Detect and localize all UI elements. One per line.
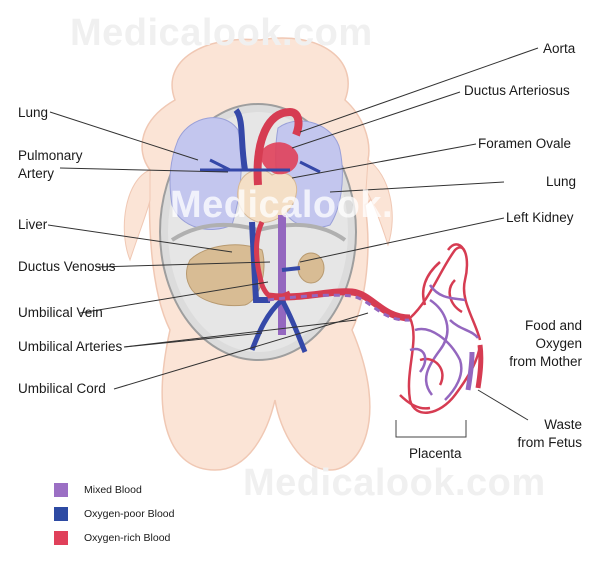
legend-swatch-oxygen-poor [54, 507, 68, 521]
placenta-bracket [395, 420, 467, 438]
leader-lines [47, 47, 539, 421]
legend-label-oxygen-rich: Oxygen-rich Blood [84, 532, 171, 544]
label-lung-left: Lung [18, 105, 49, 120]
legend-label-mixed: Mixed Blood [84, 484, 142, 496]
legend-item-oxygen-poor: Oxygen-poor Blood [54, 502, 174, 526]
iliac-vessels [249, 298, 308, 353]
pulmonary-branches [200, 158, 321, 174]
ivc-vessel [249, 221, 270, 303]
pulmonary-vessel [233, 108, 248, 171]
label-waste: Waste from Fetus [517, 417, 582, 450]
label-placenta: Placenta [409, 446, 462, 461]
label-aorta: Aorta [543, 41, 576, 56]
heart-atrium [260, 142, 299, 175]
label-liver: Liver [18, 217, 48, 232]
label-food-oxygen: Food and Oxygen from Mother [509, 318, 582, 369]
fetus-arm-left [123, 169, 151, 262]
label-umbilical-cord: Umbilical Cord [18, 381, 106, 396]
label-ductus-arteriosus: Ductus Arteriosus [464, 83, 570, 98]
label-lung-right: Lung [546, 174, 577, 189]
liver-shape [186, 244, 265, 307]
legend-item-mixed: Mixed Blood [54, 478, 174, 502]
label-left-kidney: Left Kidney [506, 210, 574, 225]
watermark-middle: Medicalook.com [170, 184, 473, 226]
fetus-arm-right [365, 159, 393, 247]
legend: Mixed Blood Oxygen-poor Blood Oxygen-ric… [54, 478, 174, 550]
placenta-network [399, 243, 482, 414]
maternal-vessel-purple [465, 351, 475, 391]
umbilical-cord-twist [267, 293, 411, 322]
legend-swatch-mixed [54, 483, 68, 497]
aorta-vessel [253, 107, 303, 186]
label-foramen-ovale: Foramen Ovale [478, 136, 572, 151]
watermark-top: Medicalook.com [70, 12, 373, 54]
legend-label-oxygen-poor: Oxygen-poor Blood [84, 508, 175, 520]
legend-swatch-oxygen-rich [54, 531, 68, 545]
label-umbilical-arteries: Umbilical Arteries [18, 339, 123, 354]
legend-item-oxygen-rich: Oxygen-rich Blood [54, 526, 174, 550]
maternal-vessel-red [475, 344, 484, 389]
renal-vessel [281, 266, 301, 272]
label-ductus-venosus: Ductus Venosus [18, 259, 116, 274]
watermark-bottom: Medicalook.com [243, 462, 546, 504]
label-umbilical-vein: Umbilical Vein [18, 305, 103, 320]
label-pulmonary-artery: Pulmonary Artery [18, 148, 83, 181]
